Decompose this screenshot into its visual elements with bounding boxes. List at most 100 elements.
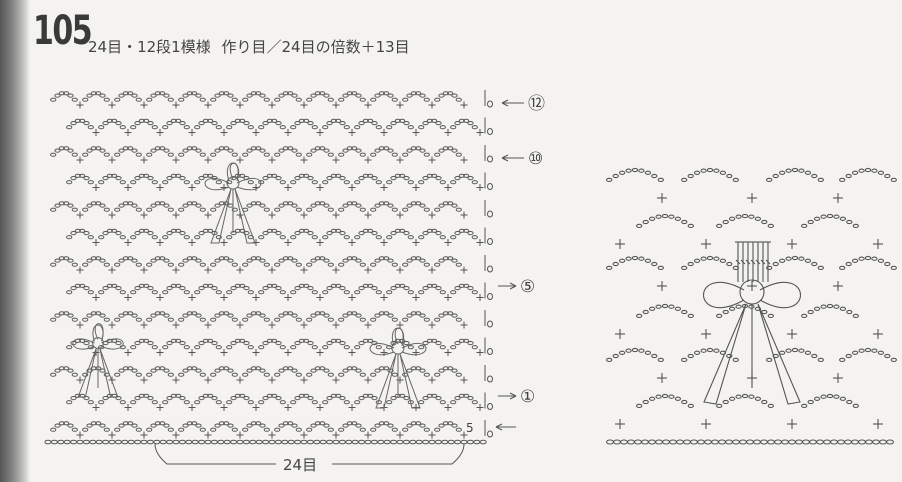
detail-single-crochet [701, 239, 711, 249]
chain-loop [242, 256, 270, 267]
turning-chain [487, 155, 493, 163]
chain-stitch [732, 177, 739, 183]
chain-stitch [767, 223, 774, 229]
chain-loop [242, 146, 270, 157]
chain-stitch [346, 201, 353, 206]
foundation-chain [50, 439, 58, 445]
chain-stitch [310, 93, 317, 98]
chain-stitch [154, 366, 161, 371]
chain-stitch [67, 258, 74, 263]
foundation-chain [236, 439, 244, 445]
chain-stitch [648, 306, 656, 311]
chain-stitch [661, 213, 669, 219]
chain-stitch [83, 286, 90, 291]
chain-stitch [214, 368, 221, 373]
chain-stitch [346, 146, 353, 151]
chain-loop [681, 255, 739, 271]
chain-stitch [54, 203, 61, 208]
foundation-chain [281, 439, 289, 445]
chain-loop [402, 146, 430, 157]
chain-stitch [231, 97, 238, 102]
chain-stitch [422, 121, 429, 126]
chain-stitch [642, 309, 649, 315]
single-crochet [76, 211, 84, 219]
chain-stitch [274, 427, 281, 432]
chain-stitch [693, 258, 701, 263]
turning-chain [487, 293, 493, 300]
chain-stitch [82, 317, 89, 322]
chain-stitch [681, 309, 688, 315]
chain-loop [434, 91, 462, 102]
chain-stitch [458, 338, 465, 343]
chain-stitch [442, 256, 449, 261]
chain-stitch [455, 317, 462, 322]
chain-stitch [383, 256, 390, 261]
chain-stitch [403, 286, 410, 291]
chain-stitch [655, 304, 662, 309]
chain-stitch [147, 121, 154, 126]
detail-foundation-chain [739, 439, 747, 445]
chain-stitch [625, 168, 632, 173]
chain-stitch [387, 93, 394, 98]
chain-loop [290, 118, 318, 130]
chain-stitch [298, 393, 305, 398]
chain-stitch [342, 423, 349, 428]
chain-stitch [50, 372, 57, 377]
chain-loop [178, 366, 206, 377]
chain-stitch [406, 313, 413, 318]
chain-stitch [458, 118, 465, 123]
chain-stitch [130, 290, 137, 295]
chain-stitch [651, 353, 658, 359]
chain-stitch [298, 338, 305, 343]
chain-stitch [250, 256, 257, 261]
chain-stitch [454, 341, 461, 346]
chain-stitch [407, 235, 414, 240]
chain-stitch [50, 97, 57, 102]
chain-stitch [223, 146, 230, 151]
chain-stitch [839, 357, 846, 363]
chain-stitch [159, 256, 166, 261]
chain-stitch [845, 353, 852, 359]
chain-stitch [434, 262, 441, 267]
chain-stitch [358, 121, 365, 126]
chain-stitch [431, 283, 438, 288]
chain-stitch [471, 180, 478, 185]
foundation-chain [198, 439, 206, 445]
chain-stitch [118, 368, 125, 373]
chain-stitch [102, 396, 109, 401]
chain-stitch [163, 368, 170, 373]
foundation-chain [44, 439, 52, 445]
single-crochet [204, 376, 212, 384]
chain-stitch [355, 368, 362, 373]
chain-loop [402, 256, 430, 267]
chain-stitch [279, 400, 286, 405]
chain-stitch [644, 258, 652, 263]
single-crochet [284, 349, 292, 356]
single-crochet [412, 239, 420, 246]
chain-loop [178, 146, 206, 157]
single-crochet [380, 239, 388, 246]
foundation-chain [114, 439, 122, 445]
chain-stitch [186, 366, 193, 371]
detail-foundation-chain [641, 439, 649, 445]
chain-stitch [327, 262, 334, 267]
chain-stitch [359, 427, 366, 432]
chain-stitch [741, 393, 749, 399]
chain-stitch [450, 125, 457, 130]
chain-stitch [354, 235, 361, 240]
chain-loop [418, 173, 446, 185]
chain-stitch [278, 93, 285, 98]
chain-stitch [135, 372, 142, 377]
chain-stitch [804, 170, 812, 175]
chain-stitch [71, 97, 78, 102]
detail-single-crochet [701, 419, 711, 429]
chain-stitch [463, 393, 470, 398]
single-crochet [396, 156, 404, 164]
chain-stitch [681, 357, 688, 363]
chain-stitch [194, 125, 201, 130]
chain-stitch [170, 173, 177, 178]
chain-stitch [154, 421, 161, 426]
chain-stitch [306, 372, 313, 377]
single-crochet [396, 101, 404, 109]
chain-stitch [146, 262, 153, 267]
